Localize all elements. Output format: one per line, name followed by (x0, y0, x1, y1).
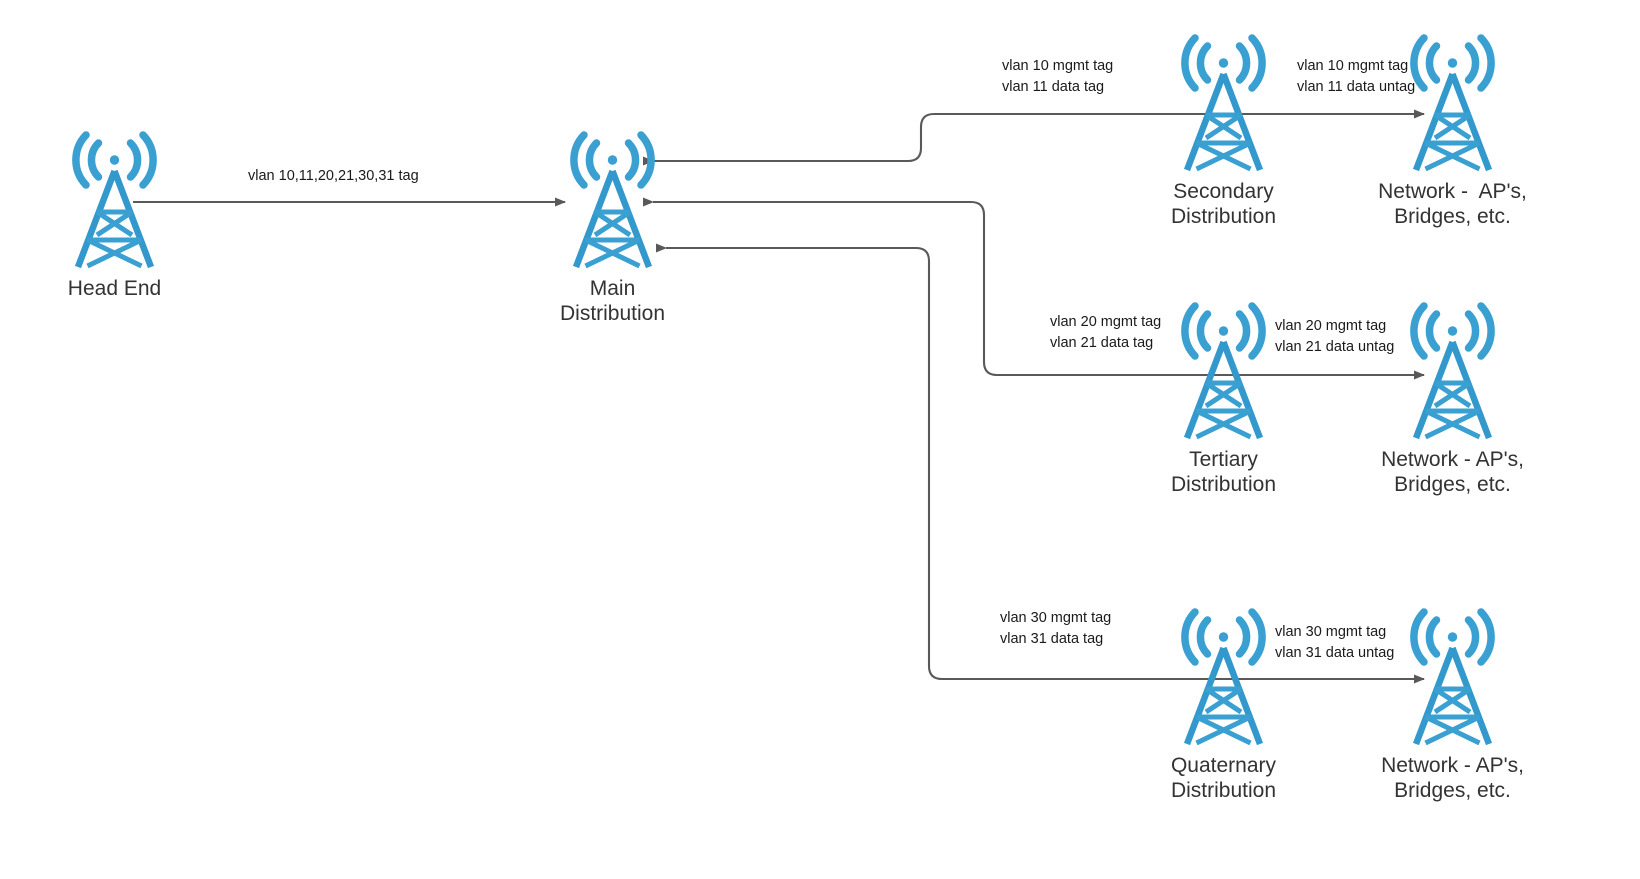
node-label: Network - AP's, Bridges, etc. (1381, 754, 1524, 802)
wire-secondary-to-main (643, 112, 1320, 166)
tower-icon (1410, 34, 1495, 172)
edge-label-headend-to-main: vlan 10,11,20,21,30,31 tag (248, 168, 419, 184)
node-label: Quaternary Distribution (1170, 754, 1277, 802)
node-label: Head End (67, 277, 162, 300)
edge-label-secondary-to-main: vlan 10 mgmt tag vlan 11 data tag (1002, 58, 1114, 95)
node-secondary-distribution[interactable]: Secondary Distribution (1170, 33, 1277, 229)
node-label: Tertiary Distribution (1170, 448, 1277, 496)
node-label: Main Distribution (559, 277, 666, 325)
tower-icon (1410, 608, 1495, 746)
tower-icon (1410, 302, 1495, 440)
wire-tertiary-to-main (643, 197, 1320, 377)
edge-label-quaternary-to-main: vlan 30 mgmt tag vlan 31 data tag (1000, 610, 1112, 647)
node-label: Network - AP's, Bridges, etc. (1378, 180, 1527, 228)
tower-icon (72, 131, 157, 269)
edge-label-secondary-to-network: vlan 10 mgmt tag vlan 11 data untag (1297, 58, 1416, 95)
node-label: Network - AP's, Bridges, etc. (1381, 448, 1524, 496)
node-tertiary-distribution[interactable]: Tertiary Distribution (1170, 301, 1277, 497)
edge-label-tertiary-to-main: vlan 20 mgmt tag vlan 21 data tag (1050, 314, 1162, 351)
node-quaternary-distribution[interactable]: Quaternary Distribution (1170, 607, 1277, 803)
tower-icon (1181, 34, 1266, 172)
tower-icon (1181, 608, 1266, 746)
node-label: Secondary Distribution (1170, 180, 1277, 228)
tower-icon (570, 131, 655, 269)
node-head-end[interactable]: Head End (65, 130, 164, 301)
edge-label-tertiary-to-network: vlan 20 mgmt tag vlan 21 data untag (1275, 318, 1395, 355)
edge-label-quaternary-to-network: vlan 30 mgmt tag vlan 31 data untag (1275, 624, 1395, 661)
node-network-secondary[interactable]: Network - AP's, Bridges, etc. (1378, 33, 1527, 229)
node-network-tertiary[interactable]: Network - AP's, Bridges, etc. (1381, 301, 1524, 497)
wire-quaternary-to-main (656, 243, 1320, 681)
tower-icon (1181, 302, 1266, 440)
node-main-distribution[interactable]: Main Distribution (559, 130, 666, 326)
node-network-quaternary[interactable]: Network - AP's, Bridges, etc. (1381, 607, 1524, 803)
